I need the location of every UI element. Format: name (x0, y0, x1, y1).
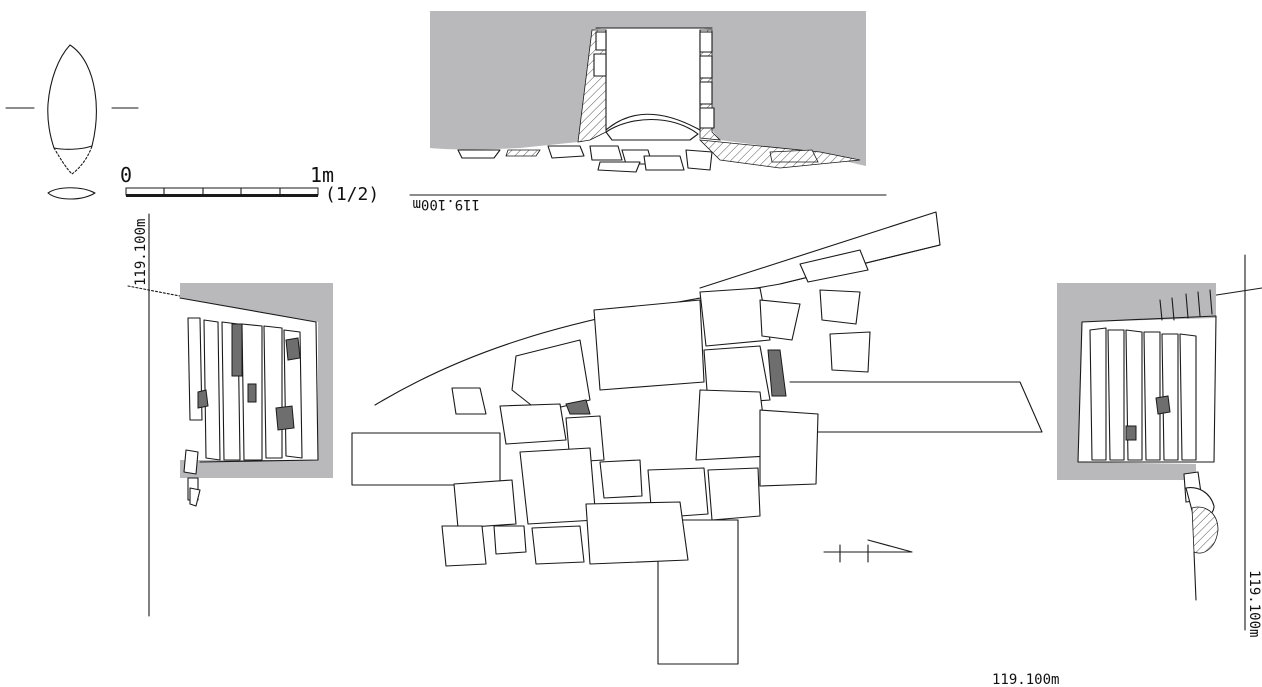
right-section-elevation-label: 119.100m (1246, 570, 1262, 637)
top-section-elevation-label: 119.100m (413, 196, 480, 212)
scale-bar: 0 1m (1/2) (120, 163, 379, 205)
scale-end-label: 1m (310, 163, 334, 187)
right-section-elevation: 119.100m (1057, 254, 1262, 637)
left-section-elevation-label: 119.100m (133, 219, 149, 286)
scale-ratio-label: (1/2) (325, 184, 379, 205)
left-section-elevation: 119.100m (127, 213, 333, 617)
scale-start-label: 0 (120, 163, 132, 187)
top-section-elevation: 119.100m (409, 11, 887, 212)
bottom-elevation-label: 119.100m (992, 672, 1059, 687)
stone-tool-artifact (5, 44, 139, 200)
plan-view (351, 211, 1043, 665)
